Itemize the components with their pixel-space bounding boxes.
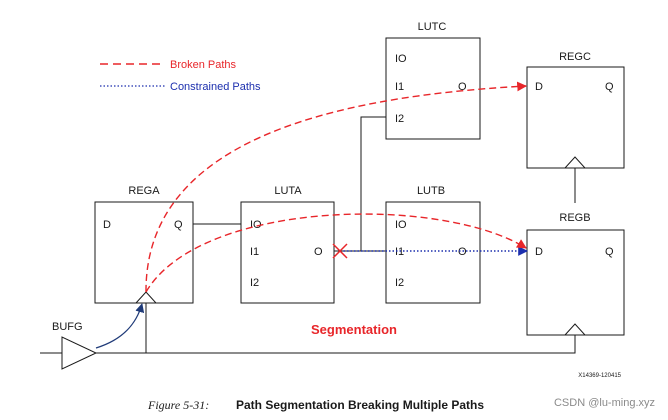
lutc-pin-i2: I2	[395, 113, 404, 125]
regb-box	[526, 229, 625, 336]
block-regc: REGC D Q	[526, 51, 625, 169]
wire-luta-o-to-lutc-i2	[360, 116, 386, 251]
luta-pin-o: O	[314, 246, 323, 258]
bufg-label: BUFG	[52, 321, 83, 333]
regb-title: REGB	[559, 212, 590, 224]
block-luta: LUTA IO I1 I2 O	[240, 185, 335, 304]
block-regb: REGB D Q	[526, 212, 625, 336]
lutb-pin-i2: I2	[395, 277, 404, 289]
broken-path-rega-to-regb	[145, 213, 527, 293]
segmentation-cross-icon	[332, 243, 348, 259]
regc-pin-q: Q	[605, 81, 614, 93]
regb-clock-triangle	[563, 323, 587, 336]
regc-pin-d: D	[535, 81, 543, 93]
lutb-title: LUTB	[417, 185, 445, 197]
regc-box	[526, 66, 625, 169]
caption-label: Figure 5-31:	[147, 398, 209, 412]
wire-clock-net	[96, 335, 576, 354]
legend-constrained-label: Constrained Paths	[170, 81, 261, 93]
lutb-pin-io: IO	[395, 219, 407, 231]
segmentation-label: Segmentation	[311, 322, 397, 337]
lutc-pin-o: O	[458, 81, 467, 93]
wires	[40, 116, 576, 354]
figure-id: X14369-120415	[578, 373, 621, 379]
legend-broken-label: Broken Paths	[170, 59, 237, 71]
bufg: BUFG	[52, 321, 98, 370]
lutb-pin-o: O	[458, 246, 467, 258]
luta-pin-i2: I2	[250, 277, 259, 289]
block-lutb: LUTB IO I1 I2 O	[385, 185, 481, 304]
rega-title: REGA	[128, 185, 160, 197]
rega-box	[94, 201, 194, 304]
block-lutc: LUTC IO I1 I2 O	[385, 21, 481, 140]
regc-clock-triangle	[563, 156, 587, 169]
lutc-title: LUTC	[418, 21, 447, 33]
bufg-triangle	[61, 336, 98, 370]
luta-box	[240, 201, 335, 304]
regc-title: REGC	[559, 51, 591, 63]
lutb-pin-i1: I1	[395, 246, 404, 258]
rega-pin-d: D	[103, 219, 111, 231]
broken-path-rega-to-regc	[145, 81, 527, 293]
luta-pin-io: IO	[250, 219, 262, 231]
regb-pin-d: D	[535, 246, 543, 258]
lutc-pin-io: IO	[395, 53, 407, 65]
regb-pin-q: Q	[605, 246, 614, 258]
clock-arc	[95, 303, 145, 349]
block-rega: REGA D Q	[94, 185, 194, 304]
rega-pin-q: Q	[174, 219, 183, 231]
lutc-pin-i1: I1	[395, 81, 404, 93]
watermark: CSDN @lu-ming.xyz	[554, 397, 655, 409]
legend: Broken Paths Constrained Paths	[100, 59, 261, 93]
luta-pin-i1: I1	[250, 246, 259, 258]
lutc-box	[385, 37, 481, 140]
caption-title: Path Segmentation Breaking Multiple Path…	[236, 398, 484, 412]
rega-clock-triangle	[134, 291, 158, 304]
luta-title: LUTA	[274, 185, 302, 197]
